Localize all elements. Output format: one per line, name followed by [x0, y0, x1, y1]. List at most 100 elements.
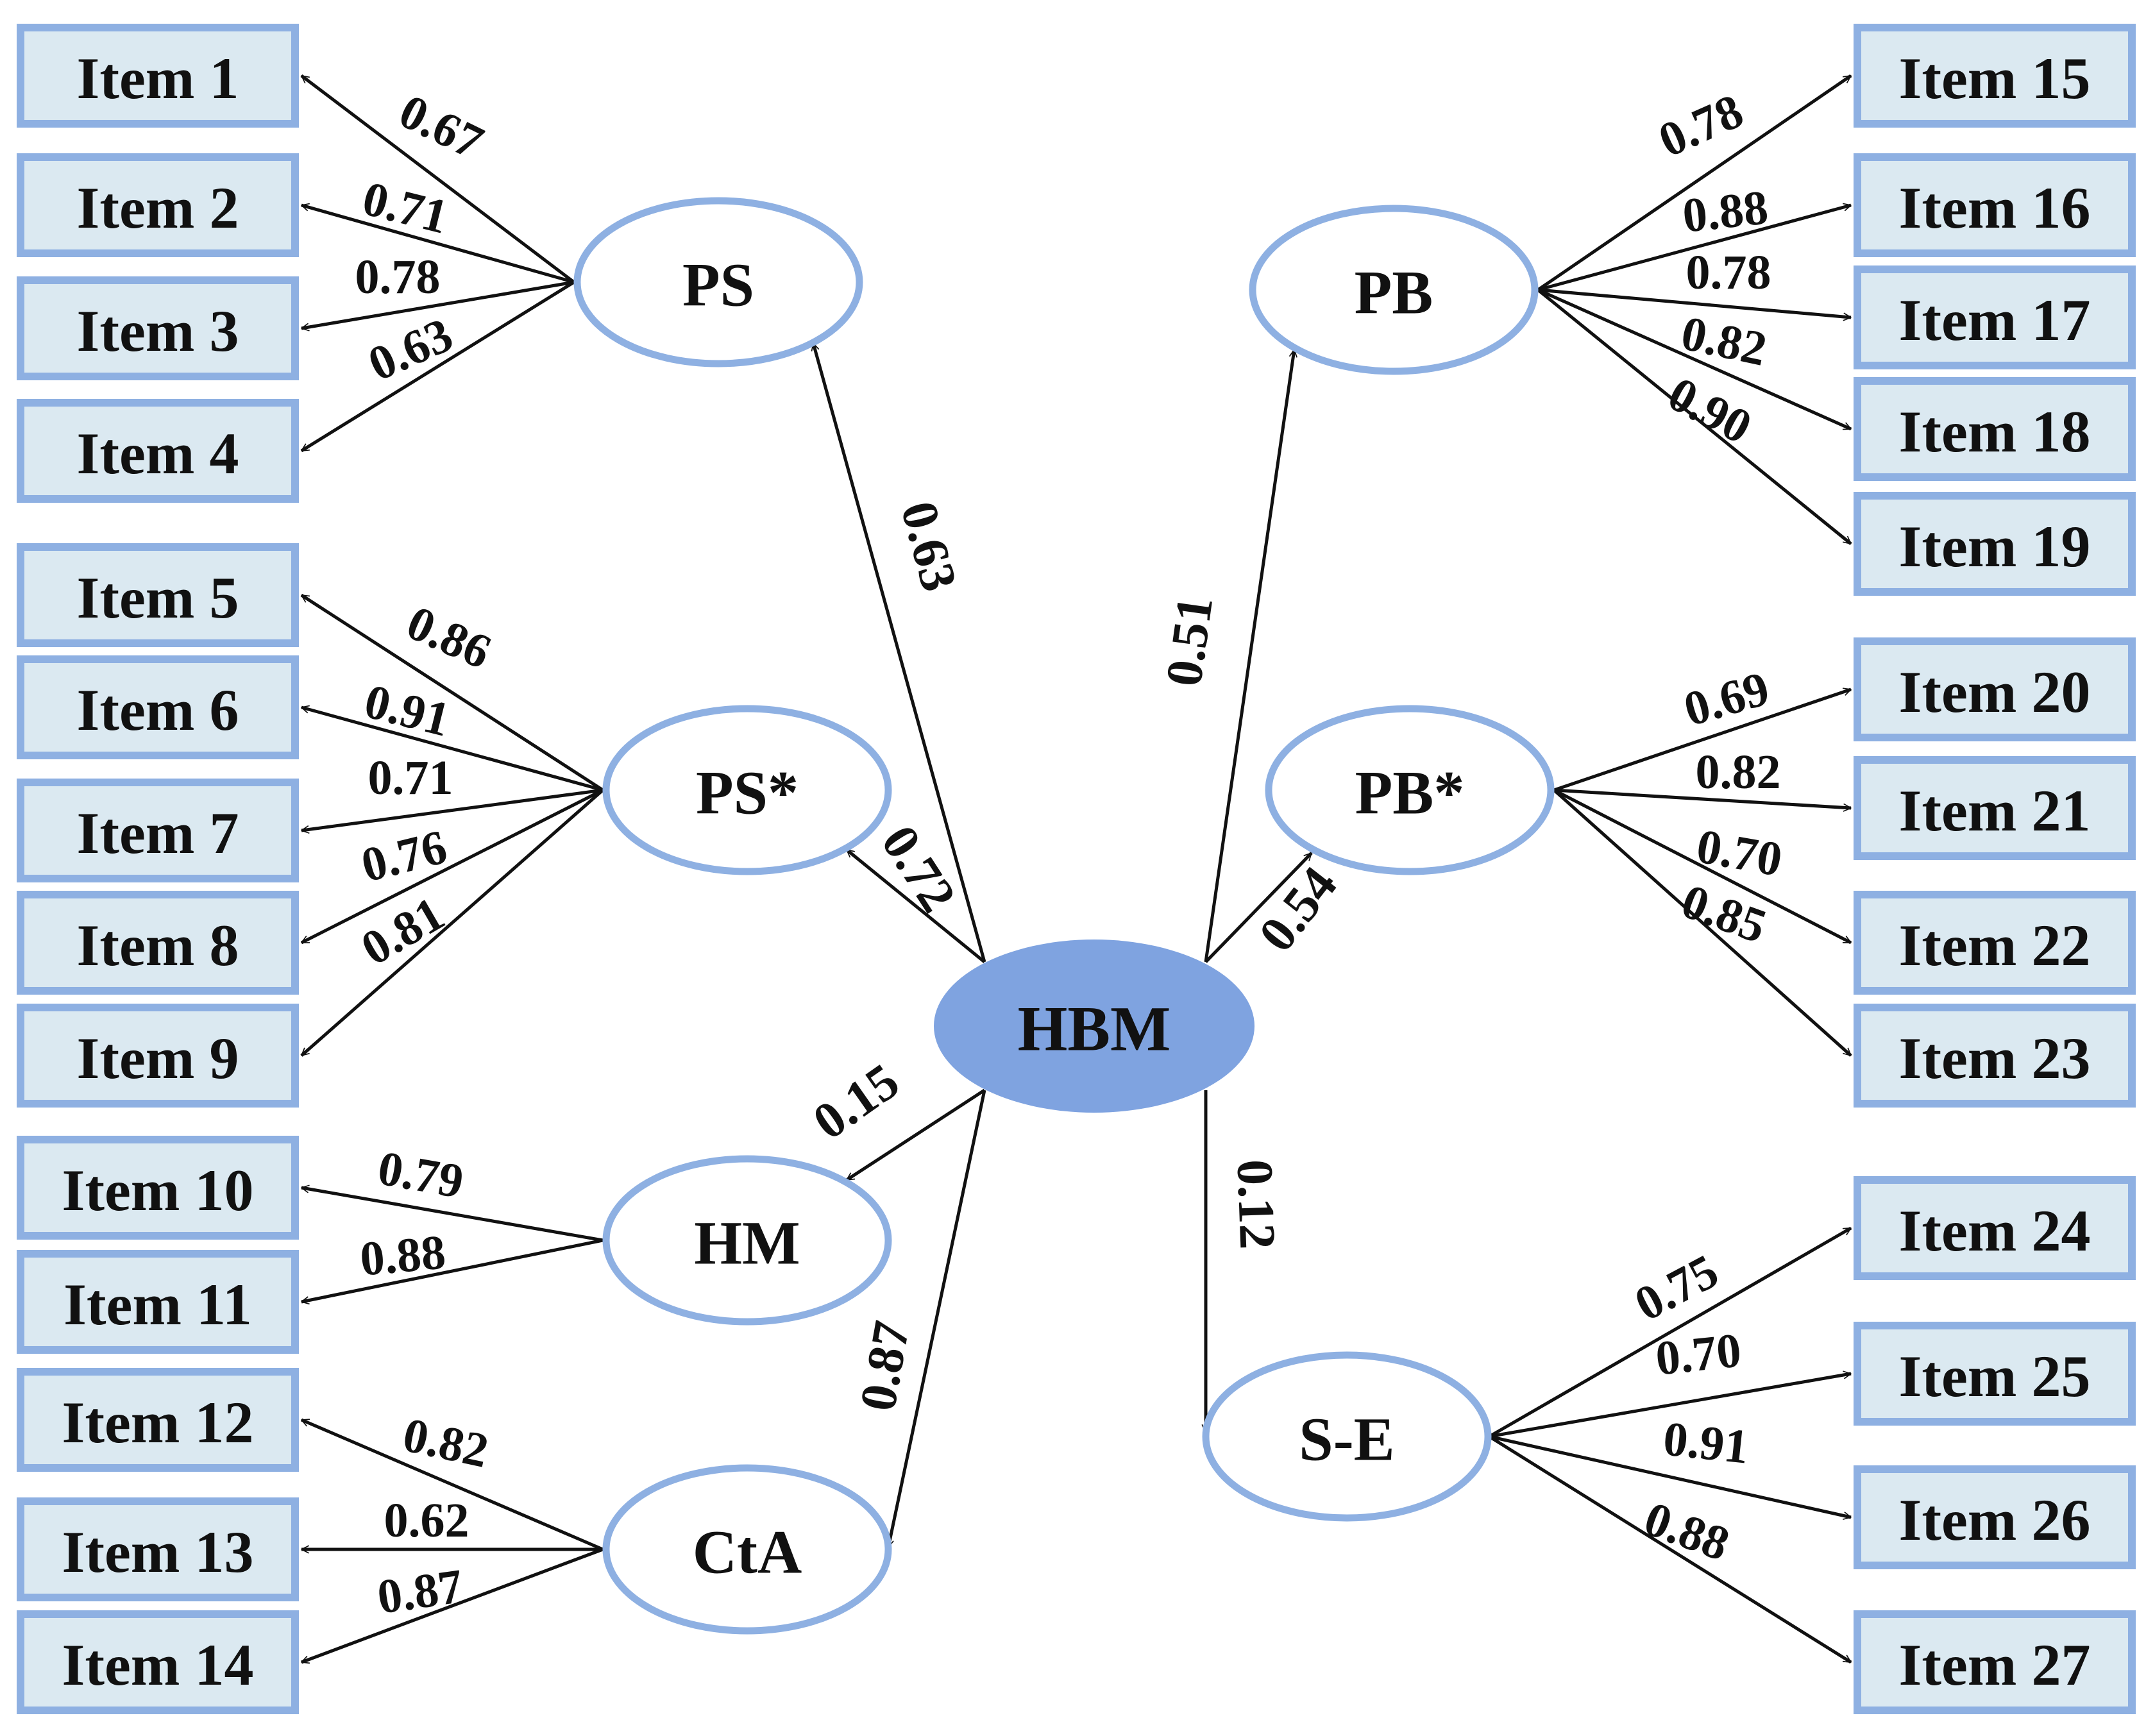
loading-value-item-14: 0.87	[374, 1559, 466, 1624]
loading-path-item-15	[1537, 74, 1851, 292]
loading-path-item-4	[301, 280, 575, 453]
loading-value-item-8: 0.76	[356, 820, 452, 893]
item-label-6: Item 6	[77, 677, 239, 743]
factor-node-hm	[602, 1155, 892, 1326]
factor-node-se	[1202, 1351, 1492, 1522]
factor-node-ps	[573, 197, 863, 367]
structural-coef-pss: 0.72	[870, 816, 967, 922]
item-box-20	[1854, 637, 2136, 741]
item-label-17: Item 17	[1899, 287, 2091, 353]
factor-node-pbs	[1265, 705, 1555, 875]
item-box-11	[17, 1250, 299, 1354]
item-label-18: Item 18	[1899, 399, 2091, 464]
hub-label-hbm: HBM	[1018, 993, 1171, 1065]
item-box-15	[1854, 24, 2136, 128]
paths-layer	[300, 74, 1852, 1664]
item-label-21: Item 21	[1899, 778, 2091, 843]
item-box-23	[1854, 1004, 2136, 1108]
loading-path-item-6	[301, 707, 604, 792]
item-box-12	[17, 1368, 299, 1472]
item-box-25	[1854, 1322, 2136, 1426]
item-box-3	[17, 276, 299, 380]
loading-value-item-13: 0.62	[384, 1494, 469, 1547]
loading-value-item-2: 0.71	[357, 171, 453, 244]
loading-path-item-19	[1537, 289, 1852, 545]
factor-node-pss	[602, 705, 892, 875]
loading-path-item-24	[1488, 1226, 1851, 1438]
loading-path-item-8	[301, 788, 604, 945]
loading-value-item-21: 0.82	[1696, 745, 1781, 799]
loading-path-item-9	[300, 789, 604, 1057]
factor-label-ps: PS	[682, 251, 754, 319]
loading-value-item-19: 0.90	[1660, 367, 1761, 455]
item-box-14	[17, 1610, 299, 1714]
loading-path-item-22	[1553, 788, 1851, 945]
structural-coef-hm: 0.15	[803, 1053, 909, 1150]
factor-label-pb: PB	[1355, 258, 1433, 327]
item-box-16	[1854, 153, 2136, 257]
item-box-19	[1854, 492, 2136, 596]
item-label-8: Item 8	[77, 913, 239, 978]
structural-path-pbs	[1204, 852, 1313, 963]
item-box-10	[17, 1136, 299, 1240]
item-label-9: Item 9	[77, 1025, 239, 1091]
item-label-4: Item 4	[77, 421, 239, 486]
item-label-26: Item 26	[1899, 1487, 2091, 1553]
loading-path-item-14	[301, 1547, 604, 1664]
item-label-5: Item 5	[77, 565, 239, 630]
item-box-18	[1854, 377, 2136, 481]
item-label-12: Item 12	[62, 1390, 254, 1455]
item-box-8	[17, 891, 299, 995]
loading-path-item-10	[301, 1188, 604, 1242]
loading-value-item-11: 0.88	[358, 1225, 448, 1286]
loading-value-item-23: 0.85	[1675, 874, 1773, 954]
item-box-2	[17, 153, 299, 257]
loading-path-item-26	[1489, 1435, 1851, 1517]
item-label-23: Item 23	[1899, 1025, 2091, 1091]
loading-value-item-25: 0.70	[1653, 1323, 1743, 1385]
loading-value-item-24: 0.75	[1626, 1244, 1727, 1332]
loading-value-item-17: 0.78	[1686, 246, 1771, 299]
item-label-2: Item 2	[77, 175, 239, 240]
item-label-25: Item 25	[1899, 1344, 2091, 1409]
item-box-13	[17, 1497, 299, 1601]
item-label-14: Item 14	[62, 1632, 254, 1698]
factor-node-cta	[602, 1464, 892, 1635]
loading-value-item-7: 0.71	[368, 751, 453, 805]
loading-value-item-4: 0.63	[360, 308, 460, 392]
nodes-layer	[17, 24, 2136, 1714]
item-box-5	[17, 543, 299, 647]
loading-path-item-5	[301, 593, 604, 792]
item-label-11: Item 11	[63, 1272, 252, 1337]
item-box-24	[1854, 1176, 2136, 1280]
loading-path-item-18	[1537, 288, 1851, 431]
loading-value-item-20: 0.69	[1678, 661, 1775, 736]
item-label-13: Item 13	[62, 1519, 254, 1585]
item-label-22: Item 22	[1899, 913, 2091, 978]
item-box-21	[1854, 756, 2136, 860]
loading-path-item-17	[1537, 288, 1851, 317]
factor-node-pb	[1249, 205, 1539, 375]
structural-coef-se: 0.12	[1226, 1159, 1286, 1251]
structural-path-hm	[847, 1088, 986, 1182]
loading-path-item-12	[301, 1418, 604, 1551]
loading-path-item-16	[1537, 205, 1851, 292]
structural-coef-pbs: 0.54	[1248, 857, 1348, 962]
hub-node-hbm	[934, 940, 1255, 1113]
item-label-19: Item 19	[1899, 514, 2091, 579]
loading-path-item-2	[301, 205, 575, 284]
factor-label-pbs: PB*	[1355, 759, 1465, 827]
item-box-1	[17, 24, 299, 128]
loading-path-item-1	[300, 74, 575, 283]
loading-value-item-3: 0.78	[355, 250, 441, 304]
loading-path-item-11	[301, 1238, 604, 1302]
loading-value-item-22: 0.70	[1693, 819, 1786, 887]
structural-coef-ps: 0.63	[890, 496, 967, 597]
item-label-7: Item 7	[77, 800, 239, 866]
item-box-9	[17, 1004, 299, 1108]
loading-path-item-25	[1489, 1374, 1851, 1438]
item-box-4	[17, 399, 299, 503]
